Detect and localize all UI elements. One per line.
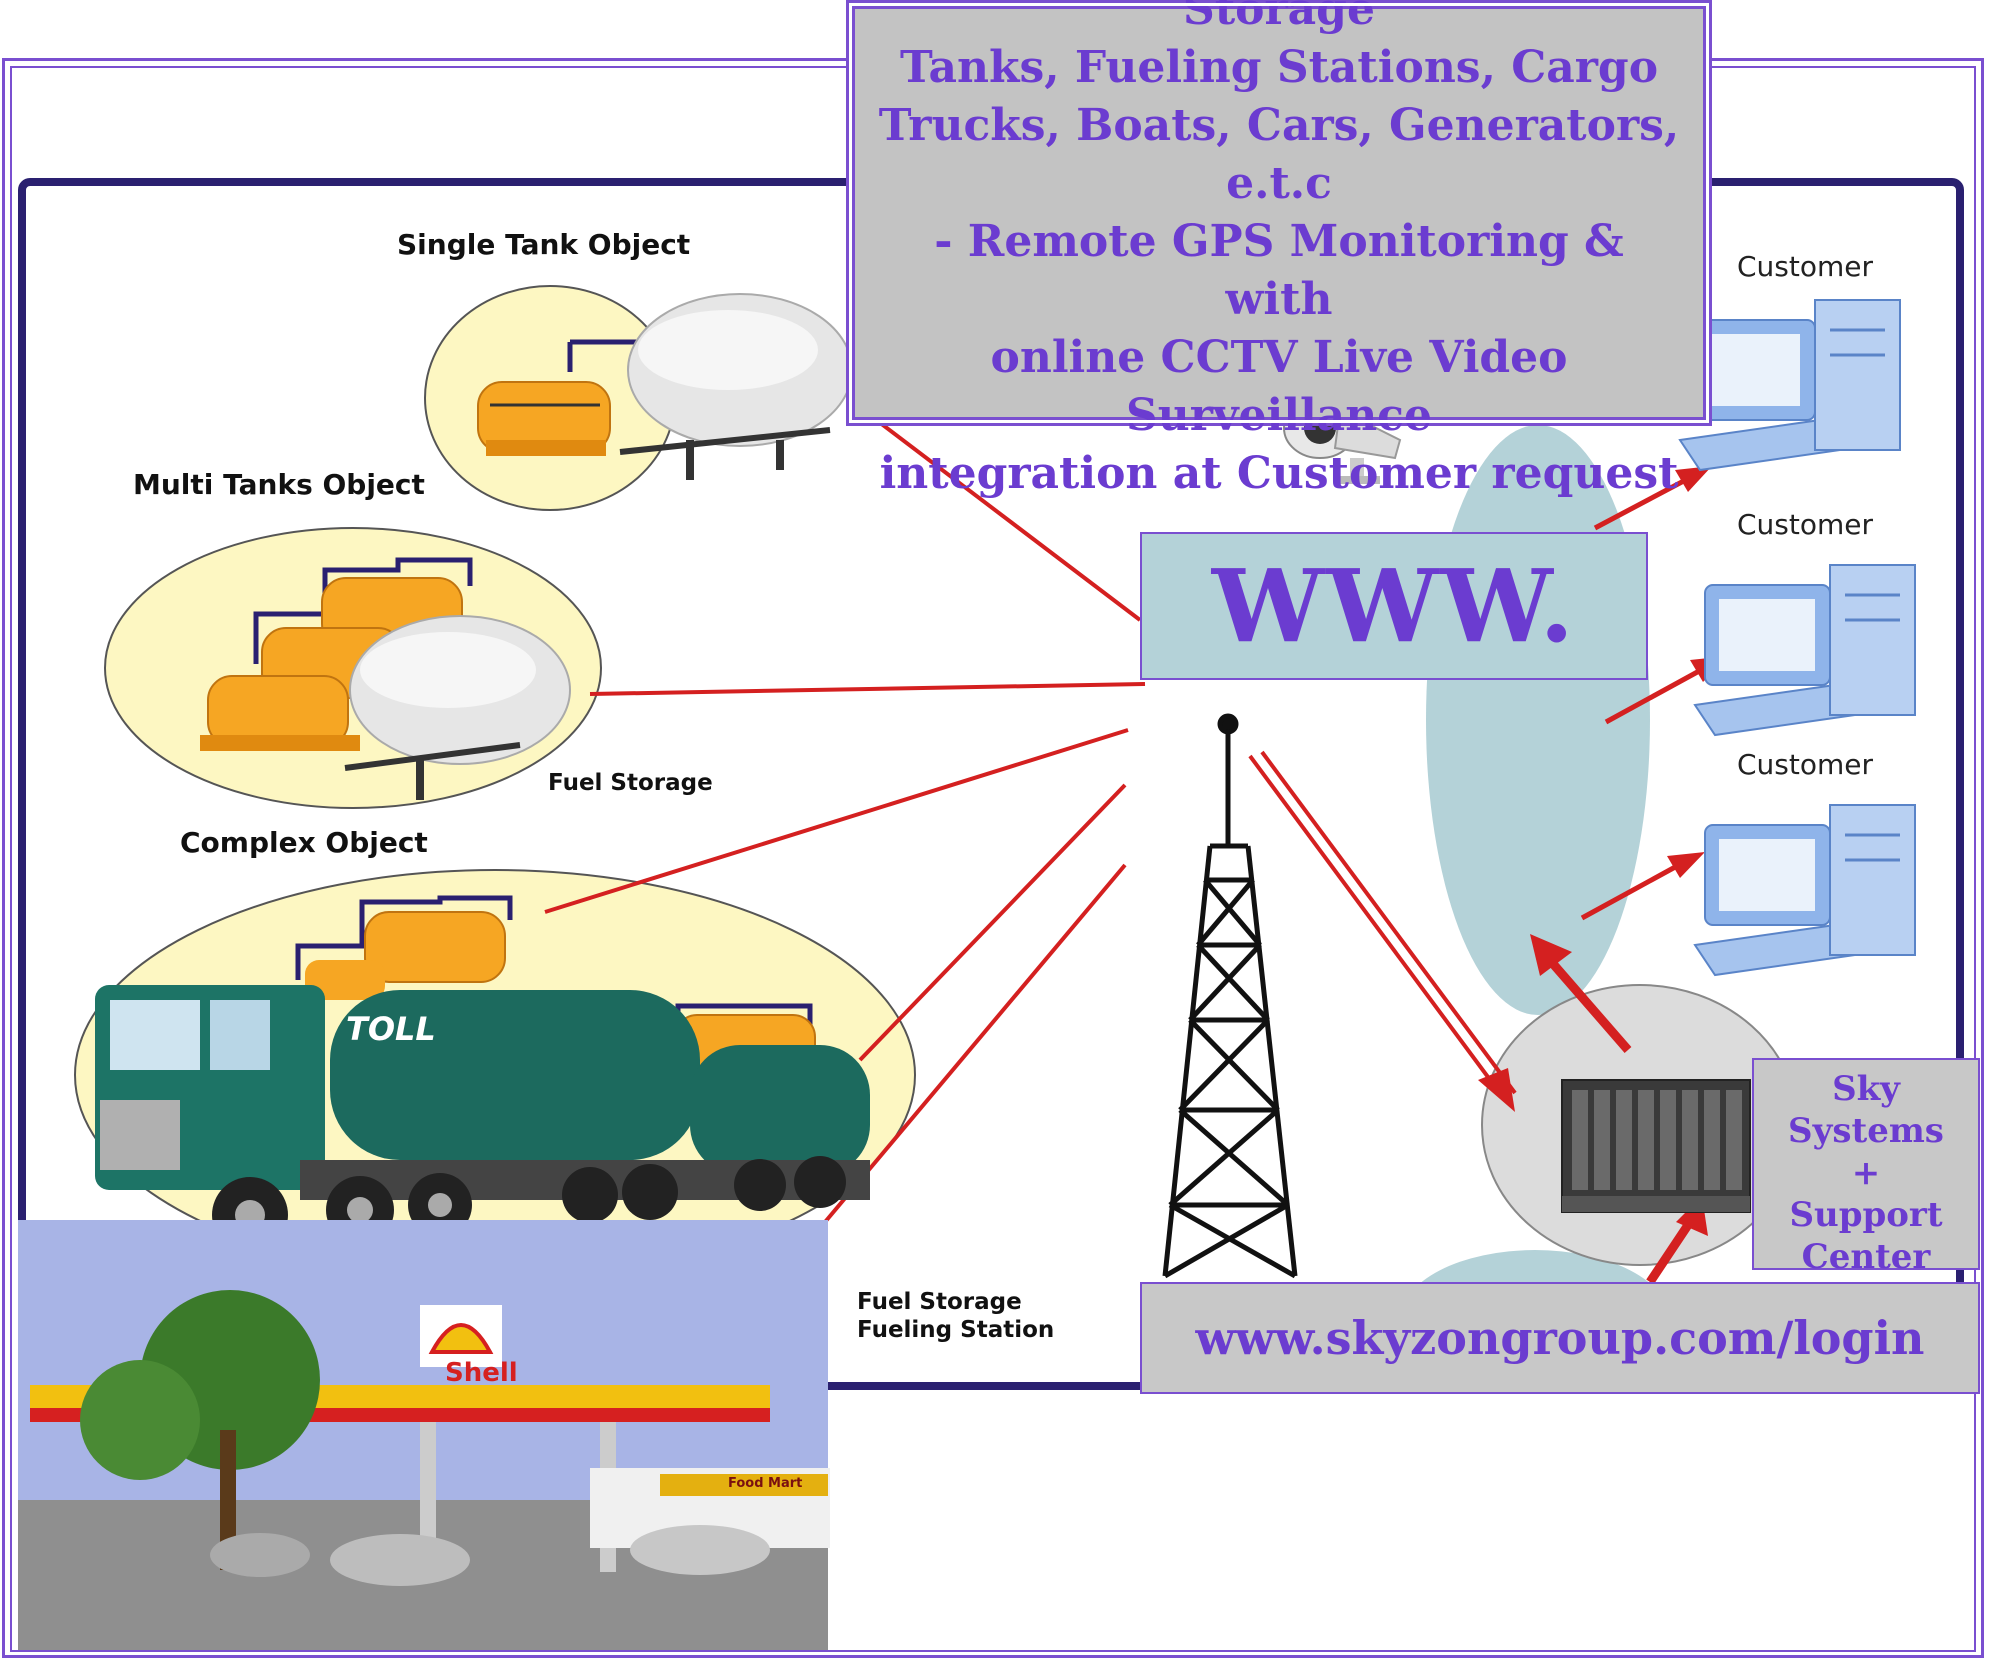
link-single-tank: [848, 398, 1142, 622]
radio-tower-icon: [1162, 713, 1298, 1279]
multi-tanks-label: Multi Tanks Object: [133, 468, 425, 501]
title-line: Tanks, Fueling Stations, Cargo: [899, 42, 1659, 93]
fuel-storage-fueling-line: Fueling Station: [857, 1317, 1055, 1343]
arrow-customer-1-line: [1593, 472, 1697, 531]
title-line: integration at Customer request: [879, 448, 1679, 499]
server-rack-icon: [1561, 1079, 1751, 1213]
tower-server-line-b: [1260, 750, 1517, 1095]
complex-object-label: Complex Object: [180, 826, 428, 859]
fuel-storage-fueling-label: Fuel Storage Fueling Station: [857, 1288, 1054, 1344]
title-line: Trucks, Boats, Cars, Generators, e.t.c: [878, 100, 1680, 209]
title-box: Fuel Transit Tankers, Fuel Storage Tanks…: [849, 0, 1709, 499]
customer-label: Customer: [1737, 250, 1874, 283]
login-url-link[interactable]: www.skyzongroup.com/login: [1195, 1311, 1925, 1365]
www-box: WWW.: [1140, 532, 1648, 680]
login-url-box[interactable]: www.skyzongroup.com/login: [1140, 1282, 1980, 1394]
arrow-customer-3-head: [1667, 852, 1705, 878]
arrow-customer-1-head: [1675, 466, 1712, 492]
arrow-server-cloud-head: [1530, 934, 1572, 976]
link-complex: [544, 728, 1129, 914]
link-truck: [858, 783, 1127, 1062]
sky-systems-box: Sky Systems + Support Center: [1752, 1058, 1980, 1277]
fuel-storage-label: Fuel Storage: [548, 770, 713, 796]
arrow-login-server-line: [1646, 1219, 1694, 1285]
tower-server-line-a: [1248, 754, 1507, 1102]
arrow-customer-3-line: [1580, 857, 1690, 921]
sky-systems-line: Sky Systems: [1788, 1069, 1944, 1151]
tower-server-arrowhead: [1478, 1068, 1515, 1112]
station-brand-text: Shell: [445, 1358, 518, 1388]
multi-tank-illustration: [200, 557, 571, 800]
fuel-storage-fueling-line: Fuel Storage: [857, 1289, 1022, 1315]
link-station: [818, 863, 1127, 1230]
title-line: - Remote GPS Monitoring & with: [934, 216, 1624, 325]
title-text: Fuel Transit Tankers, Fuel Storage Tanks…: [855, 0, 1703, 513]
sky-systems-line: Center: [1801, 1237, 1931, 1277]
single-tank-label: Single Tank Object: [397, 228, 691, 261]
customer-label: Customer: [1737, 748, 1874, 781]
internet-cloud: [1426, 425, 1650, 1015]
sky-systems-line: Support: [1789, 1195, 1943, 1235]
truck-brand-text: TOLL: [346, 1010, 436, 1048]
single-tank-illustration: [477, 293, 853, 480]
station-shop-text: Food Mart: [728, 1476, 803, 1491]
arrow-server-cloud-line: [1544, 955, 1632, 1053]
arrow-customer-2-line: [1604, 661, 1714, 725]
customer-label: Customer: [1737, 508, 1874, 541]
tanker-truck-illustration: [95, 985, 870, 1253]
sky-systems-line: +: [1851, 1153, 1881, 1193]
www-text: WWW.: [1211, 547, 1577, 665]
title-line: online CCTV Live Video Surveillance: [990, 332, 1568, 441]
link-multi-tank: [589, 682, 1146, 696]
title-line: Fuel Transit Tankers, Fuel Storage: [1183, 0, 1375, 35]
customer-computer-icons: [1678, 299, 1916, 977]
gas-station-illustration: [18, 1220, 830, 1650]
